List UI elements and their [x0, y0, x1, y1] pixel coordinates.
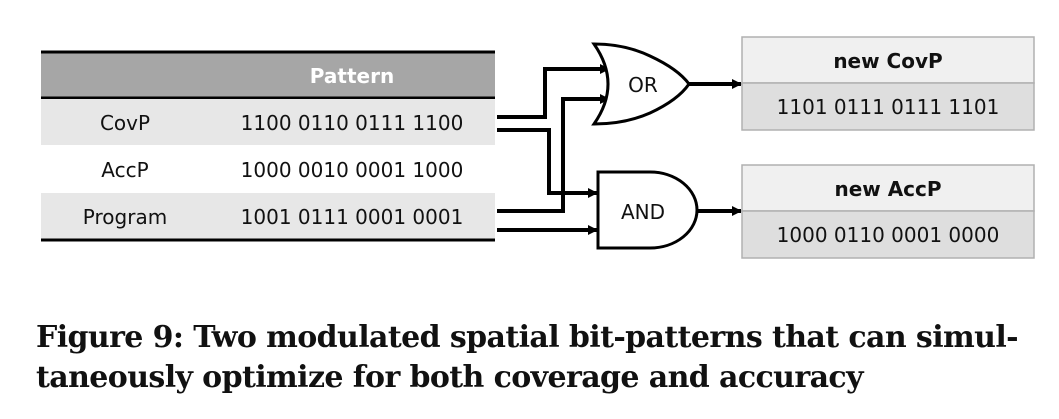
and-gate: AND — [596, 170, 699, 250]
table-header-pattern: Pattern — [310, 64, 394, 88]
new-covp-value-bg — [741, 82, 1035, 131]
pattern-table: Pattern CovP 1100 0110 0111 1100 AccP 10… — [41, 50, 495, 242]
and-gate-label: AND — [621, 200, 665, 224]
row-shade-program — [41, 193, 495, 239]
row-label-program: Program — [83, 205, 167, 229]
or-gate: OR — [591, 42, 691, 126]
row-shade-covp — [41, 99, 495, 145]
wire-program-to-or — [497, 94, 610, 213]
new-accp-value-bg — [741, 210, 1035, 259]
new-covp-value: 1101 0111 0111 1101 — [777, 95, 1000, 119]
and-gate-shape — [596, 170, 699, 250]
row-value-program: 1001 0111 0001 0001 — [241, 205, 464, 229]
new-accp-value: 1000 0110 0001 0000 — [777, 223, 1000, 247]
row-label-accp: AccP — [101, 158, 148, 182]
wire-covp-to-or — [497, 64, 610, 119]
figure-caption: Figure 9: Two modulated spatial bit-patt… — [36, 318, 1046, 398]
row-label-covp: CovP — [100, 111, 150, 135]
wire-covp-to-and — [497, 128, 598, 198]
wires — [497, 64, 742, 235]
caption-line-2: taneously optimize for both coverage and… — [36, 360, 864, 395]
or-gate-shape — [591, 42, 691, 126]
circuit-diagram: Pattern CovP 1100 0110 0111 1100 AccP 10… — [41, 36, 1035, 259]
new-accp-title-bg — [741, 164, 1035, 212]
output-box-new-accp: new AccP 1000 0110 0001 0000 — [741, 164, 1035, 259]
output-box-new-covp: new CovP 1101 0111 0111 1101 — [741, 36, 1035, 131]
or-gate-label: OR — [628, 73, 658, 97]
table-header-bg — [41, 52, 495, 98]
new-accp-title: new AccP — [834, 177, 941, 201]
new-covp-title: new CovP — [833, 49, 942, 73]
row-value-covp: 1100 0110 0111 1100 — [241, 111, 464, 135]
caption-line-1: Figure 9: Two modulated spatial bit-patt… — [36, 320, 1019, 355]
row-value-accp: 1000 0010 0001 1000 — [241, 158, 464, 182]
